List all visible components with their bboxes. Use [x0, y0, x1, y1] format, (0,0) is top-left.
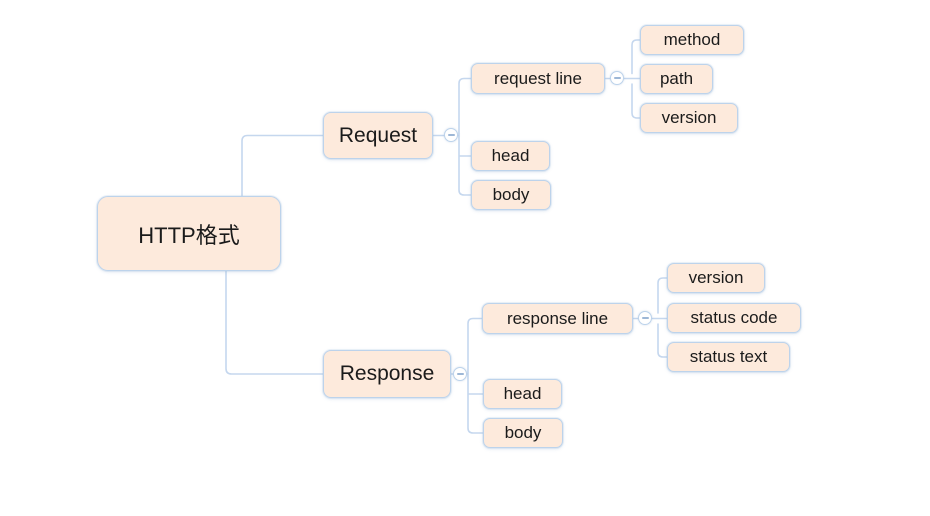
node-label: path	[659, 69, 694, 88]
node-response-line[interactable]: response line	[482, 303, 633, 334]
node-label: version	[688, 268, 744, 287]
node-label: HTTP格式	[138, 222, 240, 248]
node-label: method	[663, 30, 721, 49]
node-status-text[interactable]: status text	[667, 342, 790, 372]
node-request-head[interactable]: head	[471, 141, 550, 171]
connector-root-response	[225, 270, 324, 375]
minus-icon	[447, 134, 455, 136]
node-label: version	[661, 108, 717, 127]
node-label: Response	[339, 362, 435, 385]
collapse-toggle-response-line[interactable]	[638, 311, 652, 325]
node-method[interactable]: method	[640, 25, 744, 55]
node-label: body	[504, 423, 542, 442]
collapse-toggle-request-line[interactable]	[610, 71, 624, 85]
node-label: status text	[689, 347, 768, 366]
connector-requestline-children	[623, 39, 641, 119]
node-response-version[interactable]: version	[667, 263, 765, 293]
connector-response-children	[466, 317, 484, 434]
node-label: response line	[506, 308, 609, 328]
node-http-format[interactable]: HTTP格式	[97, 196, 281, 271]
node-path[interactable]: path	[640, 64, 713, 94]
node-status-code[interactable]: status code	[667, 303, 801, 333]
node-response[interactable]: Response	[323, 350, 451, 398]
collapse-toggle-request[interactable]	[444, 128, 458, 142]
node-label: request line	[494, 68, 582, 88]
node-label: head	[503, 384, 542, 403]
node-response-head[interactable]: head	[483, 379, 562, 409]
node-request-body[interactable]: body	[471, 180, 551, 210]
node-request-version[interactable]: version	[640, 103, 738, 133]
node-label: body	[492, 185, 530, 204]
node-response-body[interactable]: body	[483, 418, 563, 448]
minus-icon	[456, 373, 464, 375]
minus-icon	[641, 317, 649, 319]
connector-responseline-children	[651, 277, 668, 358]
connector-request-children	[457, 77, 472, 196]
node-label: Request	[338, 123, 418, 147]
node-request[interactable]: Request	[323, 112, 433, 159]
minus-icon	[613, 77, 621, 79]
collapse-toggle-response[interactable]	[453, 367, 467, 381]
node-label: status code	[690, 308, 778, 327]
node-label: head	[491, 146, 530, 165]
connector-root-request	[241, 134, 324, 197]
node-request-line[interactable]: request line	[471, 63, 605, 94]
